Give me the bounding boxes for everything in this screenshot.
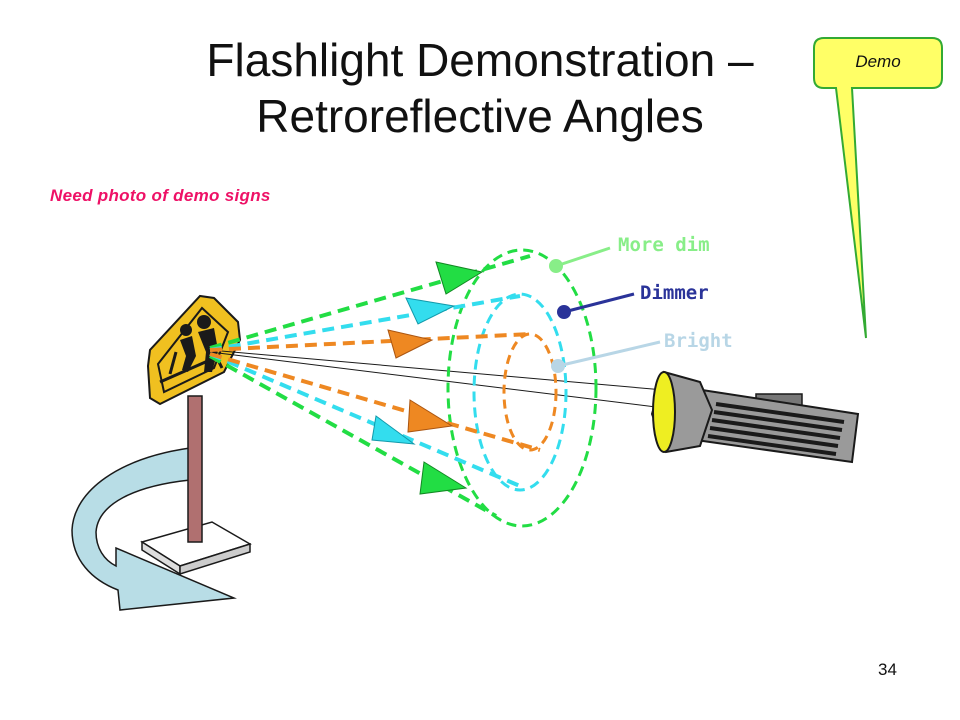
label-bright: Bright <box>664 330 733 352</box>
orange-arrow-lower <box>407 399 454 433</box>
leader-dimmer <box>557 292 635 319</box>
title-line-2: Retroreflective Angles <box>256 90 704 142</box>
school-crossing-sign-icon <box>146 294 242 406</box>
cone-bright <box>209 329 558 452</box>
flashlight-icon <box>650 370 860 464</box>
demo-callout-text: Demo <box>855 52 901 71</box>
demo-callout <box>813 37 943 339</box>
leader-more-dim <box>549 246 611 273</box>
beam-line-lower <box>209 351 665 409</box>
page-title: Flashlight Demonstration – Retroreflecti… <box>0 32 960 144</box>
cone-more-dim <box>209 248 598 528</box>
orange-arrow-upper <box>387 329 434 359</box>
page-number: 34 <box>878 660 897 679</box>
green-arrow-upper <box>435 261 484 295</box>
cyan-arrow-upper <box>405 297 456 325</box>
green-arrow-lower <box>419 461 468 495</box>
leader-bright <box>551 340 661 373</box>
cyan-arrow-lower <box>371 415 416 445</box>
label-more-dim: More dim <box>618 234 710 256</box>
title-line-1: Flashlight Demonstration – <box>206 34 754 86</box>
photo-note: Need photo of demo signs <box>50 186 271 205</box>
callout-balloon <box>813 37 943 339</box>
sign-post <box>187 395 203 543</box>
rotate-arrow-icon <box>71 447 237 611</box>
beam-line-upper <box>209 349 665 391</box>
label-dimmer: Dimmer <box>640 282 709 304</box>
cone-dimmer <box>209 292 568 492</box>
